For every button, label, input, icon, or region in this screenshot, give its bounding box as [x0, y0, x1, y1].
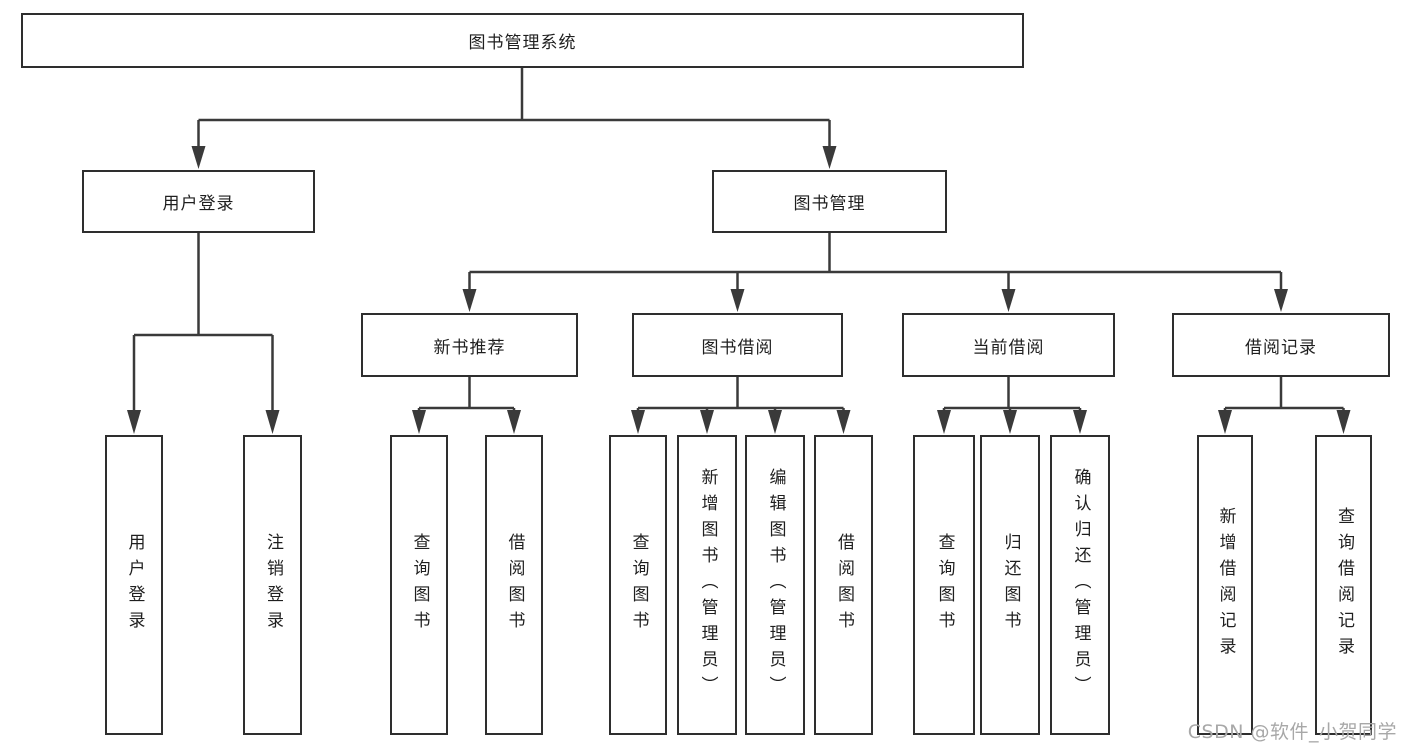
leaf-query-books-borrow: 查询图书	[609, 435, 667, 735]
connector-newbooks-to-leaves	[412, 377, 521, 434]
node-current-borrow: 当前借阅	[902, 313, 1115, 377]
node-user-login: 用户登录	[82, 170, 315, 233]
leaf-return-books: 归还图书	[980, 435, 1040, 735]
leaf-edit-books-admin: 编辑图书（管理员）	[745, 435, 805, 735]
leaf-add-borrow-record: 新增借阅记录	[1197, 435, 1253, 735]
connector-bookmgmt-to-level3	[462, 233, 1288, 312]
leaf-query-books-current: 查询图书	[913, 435, 975, 735]
leaf-borrow-books-recommend: 借阅图书	[485, 435, 543, 735]
csdn-watermark: CSDN @软件_小贺同学	[1187, 721, 1397, 743]
connector-current-to-leaves	[937, 377, 1087, 434]
leaf-add-books-admin: 新增图书（管理员）	[677, 435, 737, 735]
node-new-book-recommend: 新书推荐	[361, 313, 578, 377]
leaf-query-borrow-record: 查询借阅记录	[1315, 435, 1372, 735]
connector-borrow-to-leaves	[631, 377, 851, 434]
leaf-query-books-recommend: 查询图书	[390, 435, 448, 735]
leaf-borrow-books: 借阅图书	[814, 435, 873, 735]
leaf-user-login: 用户登录	[105, 435, 163, 735]
leaf-logout: 注销登录	[243, 435, 302, 735]
leaf-confirm-return-admin: 确认归还（管理员）	[1050, 435, 1110, 735]
connector-root-to-level2	[191, 68, 837, 169]
connector-records-to-leaves	[1218, 377, 1351, 434]
node-book-borrow: 图书借阅	[632, 313, 843, 377]
node-borrow-records: 借阅记录	[1172, 313, 1390, 377]
node-library-system: 图书管理系统	[21, 13, 1024, 68]
node-book-management: 图书管理	[712, 170, 947, 233]
connector-userlogin-to-leaves	[127, 233, 280, 434]
